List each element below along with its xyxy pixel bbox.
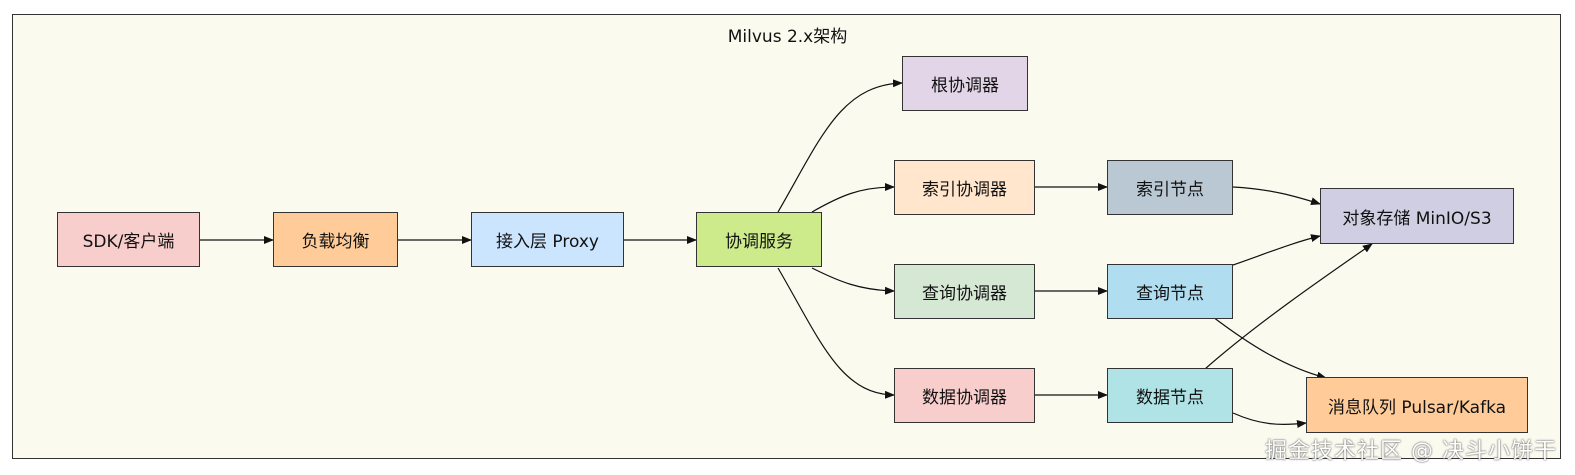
- node-query-node: 查询节点: [1107, 264, 1233, 319]
- node-index-coord-label: 索引协调器: [922, 180, 1007, 200]
- node-proxy-label: 接入层 Proxy: [496, 232, 599, 252]
- node-coordinator-label: 协调服务: [725, 232, 793, 252]
- watermark: 掘金技术社区 @ 决斗小饼干: [1265, 439, 1557, 464]
- node-sdk-client: SDK/客户端: [57, 212, 200, 267]
- node-load-balancer: 负载均衡: [273, 212, 398, 267]
- node-object-storage-label: 对象存储 MinIO/S3: [1342, 208, 1492, 229]
- node-message-queue-label: 消息队列 Pulsar/Kafka: [1327, 397, 1507, 418]
- node-root-coord-label: 根协调器: [931, 76, 999, 96]
- node-proxy: 接入层 Proxy: [471, 212, 624, 267]
- node-sdk-client-label: SDK/客户端: [82, 232, 175, 252]
- node-message-queue: 消息队列 Pulsar/Kafka: [1306, 377, 1528, 433]
- node-load-balancer-label: 负载均衡: [301, 232, 370, 252]
- node-index-node-label: 索引节点: [1136, 180, 1204, 200]
- node-object-storage: 对象存储 MinIO/S3: [1320, 188, 1514, 244]
- node-root-coord: 根协调器: [902, 56, 1028, 111]
- node-query-node-label: 查询节点: [1136, 284, 1204, 304]
- node-data-coord: 数据协调器: [894, 368, 1035, 423]
- node-data-node: 数据节点: [1107, 368, 1233, 423]
- node-query-coord-label: 查询协调器: [922, 284, 1007, 304]
- diagram-title: Milvus 2.x架构: [727, 27, 848, 47]
- node-data-coord-label: 数据协调器: [922, 388, 1007, 408]
- node-index-coord: 索引协调器: [894, 160, 1035, 215]
- node-index-node: 索引节点: [1107, 160, 1233, 215]
- node-coordinator: 协调服务: [696, 212, 822, 267]
- node-query-coord: 查询协调器: [894, 264, 1035, 319]
- node-data-node-label: 数据节点: [1136, 388, 1204, 408]
